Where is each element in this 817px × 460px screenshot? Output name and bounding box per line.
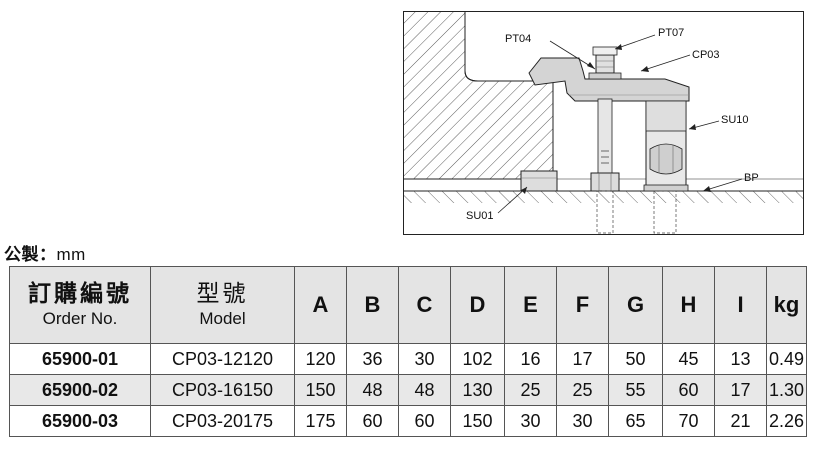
value-cell: 13: [714, 343, 767, 375]
header-col-g: G: [608, 266, 663, 344]
header-col-h: H: [662, 266, 715, 344]
header-col-b: B: [346, 266, 399, 344]
value-cell: 102: [450, 343, 505, 375]
order-no-cell: 65900-02: [9, 374, 151, 406]
value-cell: 48: [398, 374, 451, 406]
support-su10: [643, 100, 689, 234]
label-cp03: CP03: [692, 49, 720, 61]
workpiece: [403, 11, 554, 180]
value-cell: 60: [398, 405, 451, 437]
header-col-kg: kg: [766, 266, 807, 344]
header-col-i: I: [714, 266, 767, 344]
spec-table: 訂購編號 Order No. 型號 Model A B C D E F G H …: [9, 266, 807, 437]
value-cell: 65: [608, 405, 663, 437]
table-row: 65900-03 CP03-20175 175 60 60 150 30 30 …: [9, 405, 807, 437]
clamp-arm-cp03: [528, 57, 690, 102]
order-no-cell: 65900-01: [9, 343, 151, 375]
model-cell: CP03-12120: [150, 343, 295, 375]
unit-label: 公製：: [4, 245, 57, 265]
value-cell: 55: [608, 374, 663, 406]
value-cell: 30: [556, 405, 609, 437]
header-col-a: A: [294, 266, 347, 344]
value-cell: 150: [450, 405, 505, 437]
table-row: 65900-01 CP03-12120 120 36 30 102 16 17 …: [9, 343, 807, 375]
header-col-f: F: [556, 266, 609, 344]
value-cell: 70: [662, 405, 715, 437]
clamp-assembly-diagram: PT04 PT07 CP03 SU10 BP SU01: [403, 11, 804, 235]
value-cell: 30: [504, 405, 557, 437]
value-cell: 25: [556, 374, 609, 406]
unit-value: mm: [56, 245, 86, 264]
header-col-c: C: [398, 266, 451, 344]
header-col-e: E: [504, 266, 557, 344]
value-cell: 45: [662, 343, 715, 375]
value-cell: 2.26: [766, 405, 807, 437]
value-cell: 130: [450, 374, 505, 406]
model-cell: CP03-16150: [150, 374, 295, 406]
value-cell: 50: [608, 343, 663, 375]
value-cell: 17: [714, 374, 767, 406]
value-cell: 30: [398, 343, 451, 375]
value-cell: 17: [556, 343, 609, 375]
value-cell: 21: [714, 405, 767, 437]
header-order-no: 訂購編號 Order No.: [9, 266, 151, 344]
model-cell: CP03-20175: [150, 405, 295, 437]
value-cell: 175: [294, 405, 347, 437]
value-cell: 1.30: [766, 374, 807, 406]
value-cell: 120: [294, 343, 347, 375]
label-su01: SU01: [466, 210, 494, 222]
value-cell: 36: [346, 343, 399, 375]
value-cell: 0.49: [766, 343, 807, 375]
label-pt07: PT07: [658, 27, 684, 39]
order-no-cell: 65900-03: [9, 405, 151, 437]
value-cell: 25: [504, 374, 557, 406]
label-pt04: PT04: [505, 33, 531, 45]
value-cell: 16: [504, 343, 557, 375]
support-block-su01: [520, 170, 558, 192]
label-su10: SU10: [721, 114, 749, 126]
value-cell: 60: [346, 405, 399, 437]
header-model: 型號 Model: [150, 266, 295, 344]
header-col-d: D: [450, 266, 505, 344]
value-cell: 48: [346, 374, 399, 406]
value-cell: 60: [662, 374, 715, 406]
unit-line: 公製：mm: [4, 240, 86, 265]
table-header-row: 訂購編號 Order No. 型號 Model A B C D E F G H …: [9, 266, 807, 344]
label-bp: BP: [744, 172, 759, 184]
stud-bolt: [588, 46, 622, 234]
table-row: 65900-02 CP03-16150 150 48 48 130 25 25 …: [9, 374, 807, 406]
value-cell: 150: [294, 374, 347, 406]
